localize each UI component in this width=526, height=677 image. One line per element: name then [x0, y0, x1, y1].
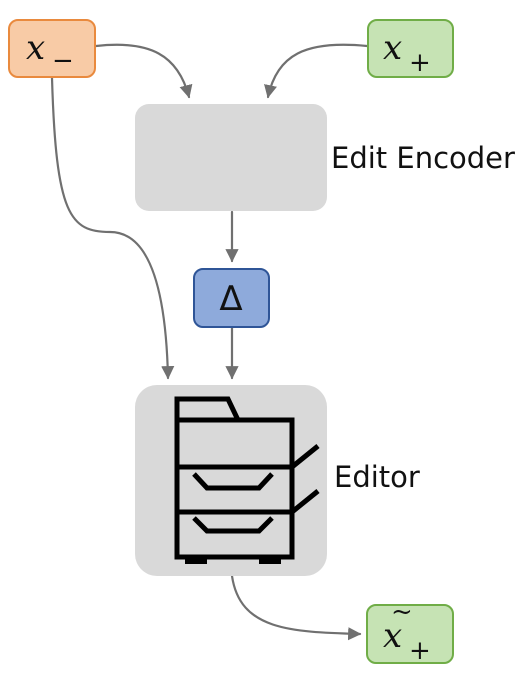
- x-plus-box: [367, 19, 454, 78]
- arrow-editor-to-output: [230, 574, 362, 641]
- delta-node: Δ: [193, 268, 270, 328]
- x-plus-subscript: +: [409, 48, 431, 78]
- arrow-x-minus-to-encoder: [94, 43, 193, 99]
- x-minus-subscript: −: [52, 46, 74, 76]
- edit-encoder-node: Edit Encoder: [135, 104, 515, 211]
- x-minus-box: [8, 19, 96, 78]
- arrow-x-minus-to-editor: [50, 76, 175, 380]
- copier-machine-icon: [174, 396, 320, 560]
- x-plus-node: x +: [367, 19, 454, 78]
- delta-box: [193, 268, 270, 328]
- connectors: [50, 43, 369, 641]
- edit-encoder-label: Edit Encoder: [331, 141, 515, 175]
- x-plus-base: x: [383, 28, 402, 68]
- x-tilde-plus-accent: ~: [391, 597, 413, 627]
- editor-node: Editor: [135, 385, 420, 576]
- copier-foot-right: [259, 557, 281, 564]
- x-tilde-plus-box: [366, 604, 454, 664]
- x-minus-node: x −: [8, 19, 96, 78]
- editor-box: [135, 385, 327, 576]
- delta-label: Δ: [219, 279, 242, 319]
- x-tilde-plus-subscript: +: [409, 636, 431, 666]
- x-tilde-plus-base: x: [383, 616, 402, 656]
- x-minus-base: x: [26, 28, 45, 68]
- copier-foot-left: [185, 557, 207, 564]
- edit-encoder-box: [135, 104, 327, 211]
- x-tilde-plus-node: ~ x +: [366, 597, 454, 666]
- arrow-x-plus-to-encoder: [264, 43, 369, 99]
- editor-label: Editor: [334, 460, 420, 494]
